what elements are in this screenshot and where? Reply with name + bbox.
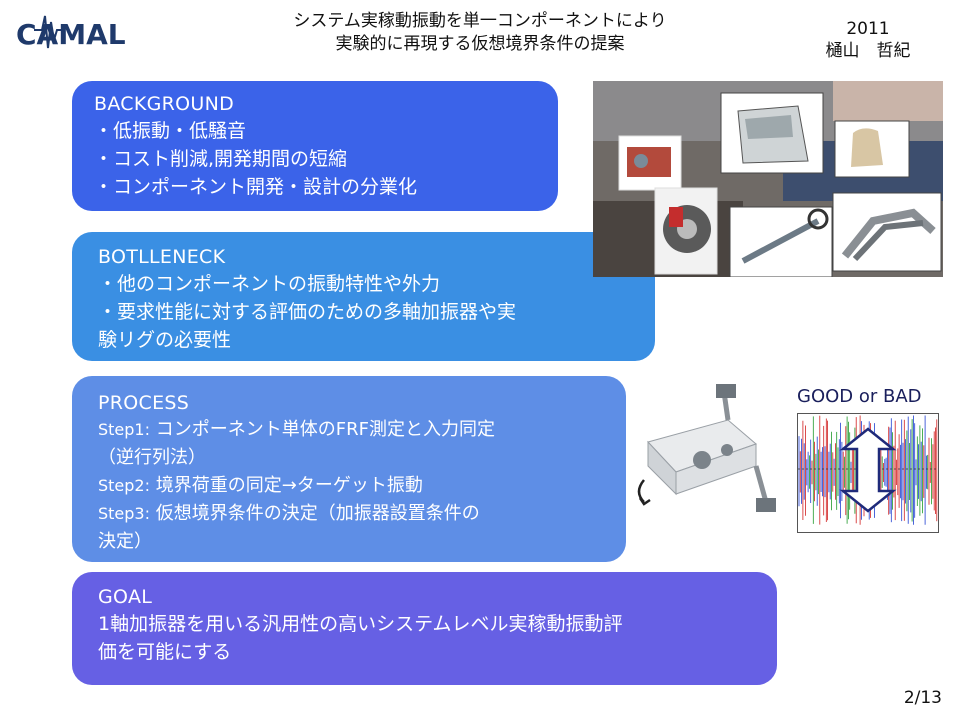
automotive-photo-collage — [593, 81, 943, 278]
goal-item: 価を可能にする — [98, 641, 232, 663]
step-text: コンポーネント単体のFRF測定と入力同定 — [155, 419, 495, 440]
step-text: 境界荷重の同定→ターゲット振動 — [155, 475, 423, 496]
camal-logo: CAMAL — [14, 10, 132, 54]
goal-item: 1軸加振器を用いる汎用性の高いシステムレベル実稼動振動評 — [98, 613, 623, 635]
process-step: Step3: 仮想境界条件の決定（加振器設置条件の — [98, 500, 600, 528]
process-heading: PROCESS — [98, 392, 190, 414]
process-step: Step2: 境界荷重の同定→ターゲット振動 — [98, 472, 600, 500]
component-shaker-rig-image — [632, 380, 780, 530]
step-text: （逆行列法） — [98, 447, 206, 468]
good-or-bad-label: GOOD or BAD — [797, 386, 922, 407]
bottleneck-box: BOTLLENECK ・他のコンポーネントの振動特性や外力 ・要求性能に対する評… — [72, 232, 655, 361]
goal-heading: GOAL — [98, 586, 153, 608]
bottleneck-item: ・他のコンポーネントの振動特性や外力 — [98, 273, 441, 295]
title-line-2: 実験的に再現する仮想境界条件の提案 — [335, 34, 625, 54]
step-label: Step2: — [98, 476, 150, 495]
step-text: 仮想境界条件の決定（加振器設置条件の — [155, 503, 480, 524]
process-step: Step1: コンポーネント単体のFRF測定と入力同定 — [98, 416, 600, 444]
background-item: ・低振動・低騒音 — [94, 120, 247, 142]
background-box: BACKGROUND ・低振動・低騒音 ・コスト削減,開発期間の短縮 ・コンポー… — [72, 81, 558, 211]
result-comparison: GOOD or BAD — [797, 386, 957, 533]
background-item: ・コスト削減,開発期間の短縮 — [94, 148, 348, 170]
title-line-1: システム実稼動振動を単一コンポーネントにより — [293, 11, 667, 31]
process-step: 決定） — [98, 528, 600, 556]
slide-title: システム実稼動振動を単一コンポーネントにより 実験的に再現する仮想境界条件の提案 — [220, 10, 740, 56]
process-step: （逆行列法） — [98, 444, 600, 472]
up-down-arrow-icon — [839, 427, 897, 513]
page-number: 2/13 — [903, 688, 942, 708]
slide-meta: 2011 樋山 哲紀 — [808, 18, 928, 62]
year: 2011 — [846, 19, 890, 39]
background-item: ・コンポーネント開発・設計の分業化 — [94, 176, 418, 198]
step-label: Step3: — [98, 504, 150, 523]
step-label: Step1: — [98, 420, 150, 439]
bottleneck-item: ・要求性能に対する評価のための多軸加振器や実 — [98, 301, 517, 323]
logo-text: CAMAL — [16, 18, 126, 51]
author: 樋山 哲紀 — [825, 41, 911, 61]
background-heading: BACKGROUND — [94, 93, 235, 115]
process-box: PROCESS Step1: コンポーネント単体のFRF測定と入力同定 （逆行列… — [72, 376, 626, 562]
bottleneck-item: 験リグの必要性 — [98, 329, 232, 351]
vibration-plot — [797, 413, 939, 533]
bottleneck-heading: BOTLLENECK — [98, 246, 226, 268]
goal-box: GOAL 1軸加振器を用いる汎用性の高いシステムレベル実稼動振動評 価を可能にす… — [72, 572, 777, 685]
step-text: 決定） — [98, 531, 152, 552]
